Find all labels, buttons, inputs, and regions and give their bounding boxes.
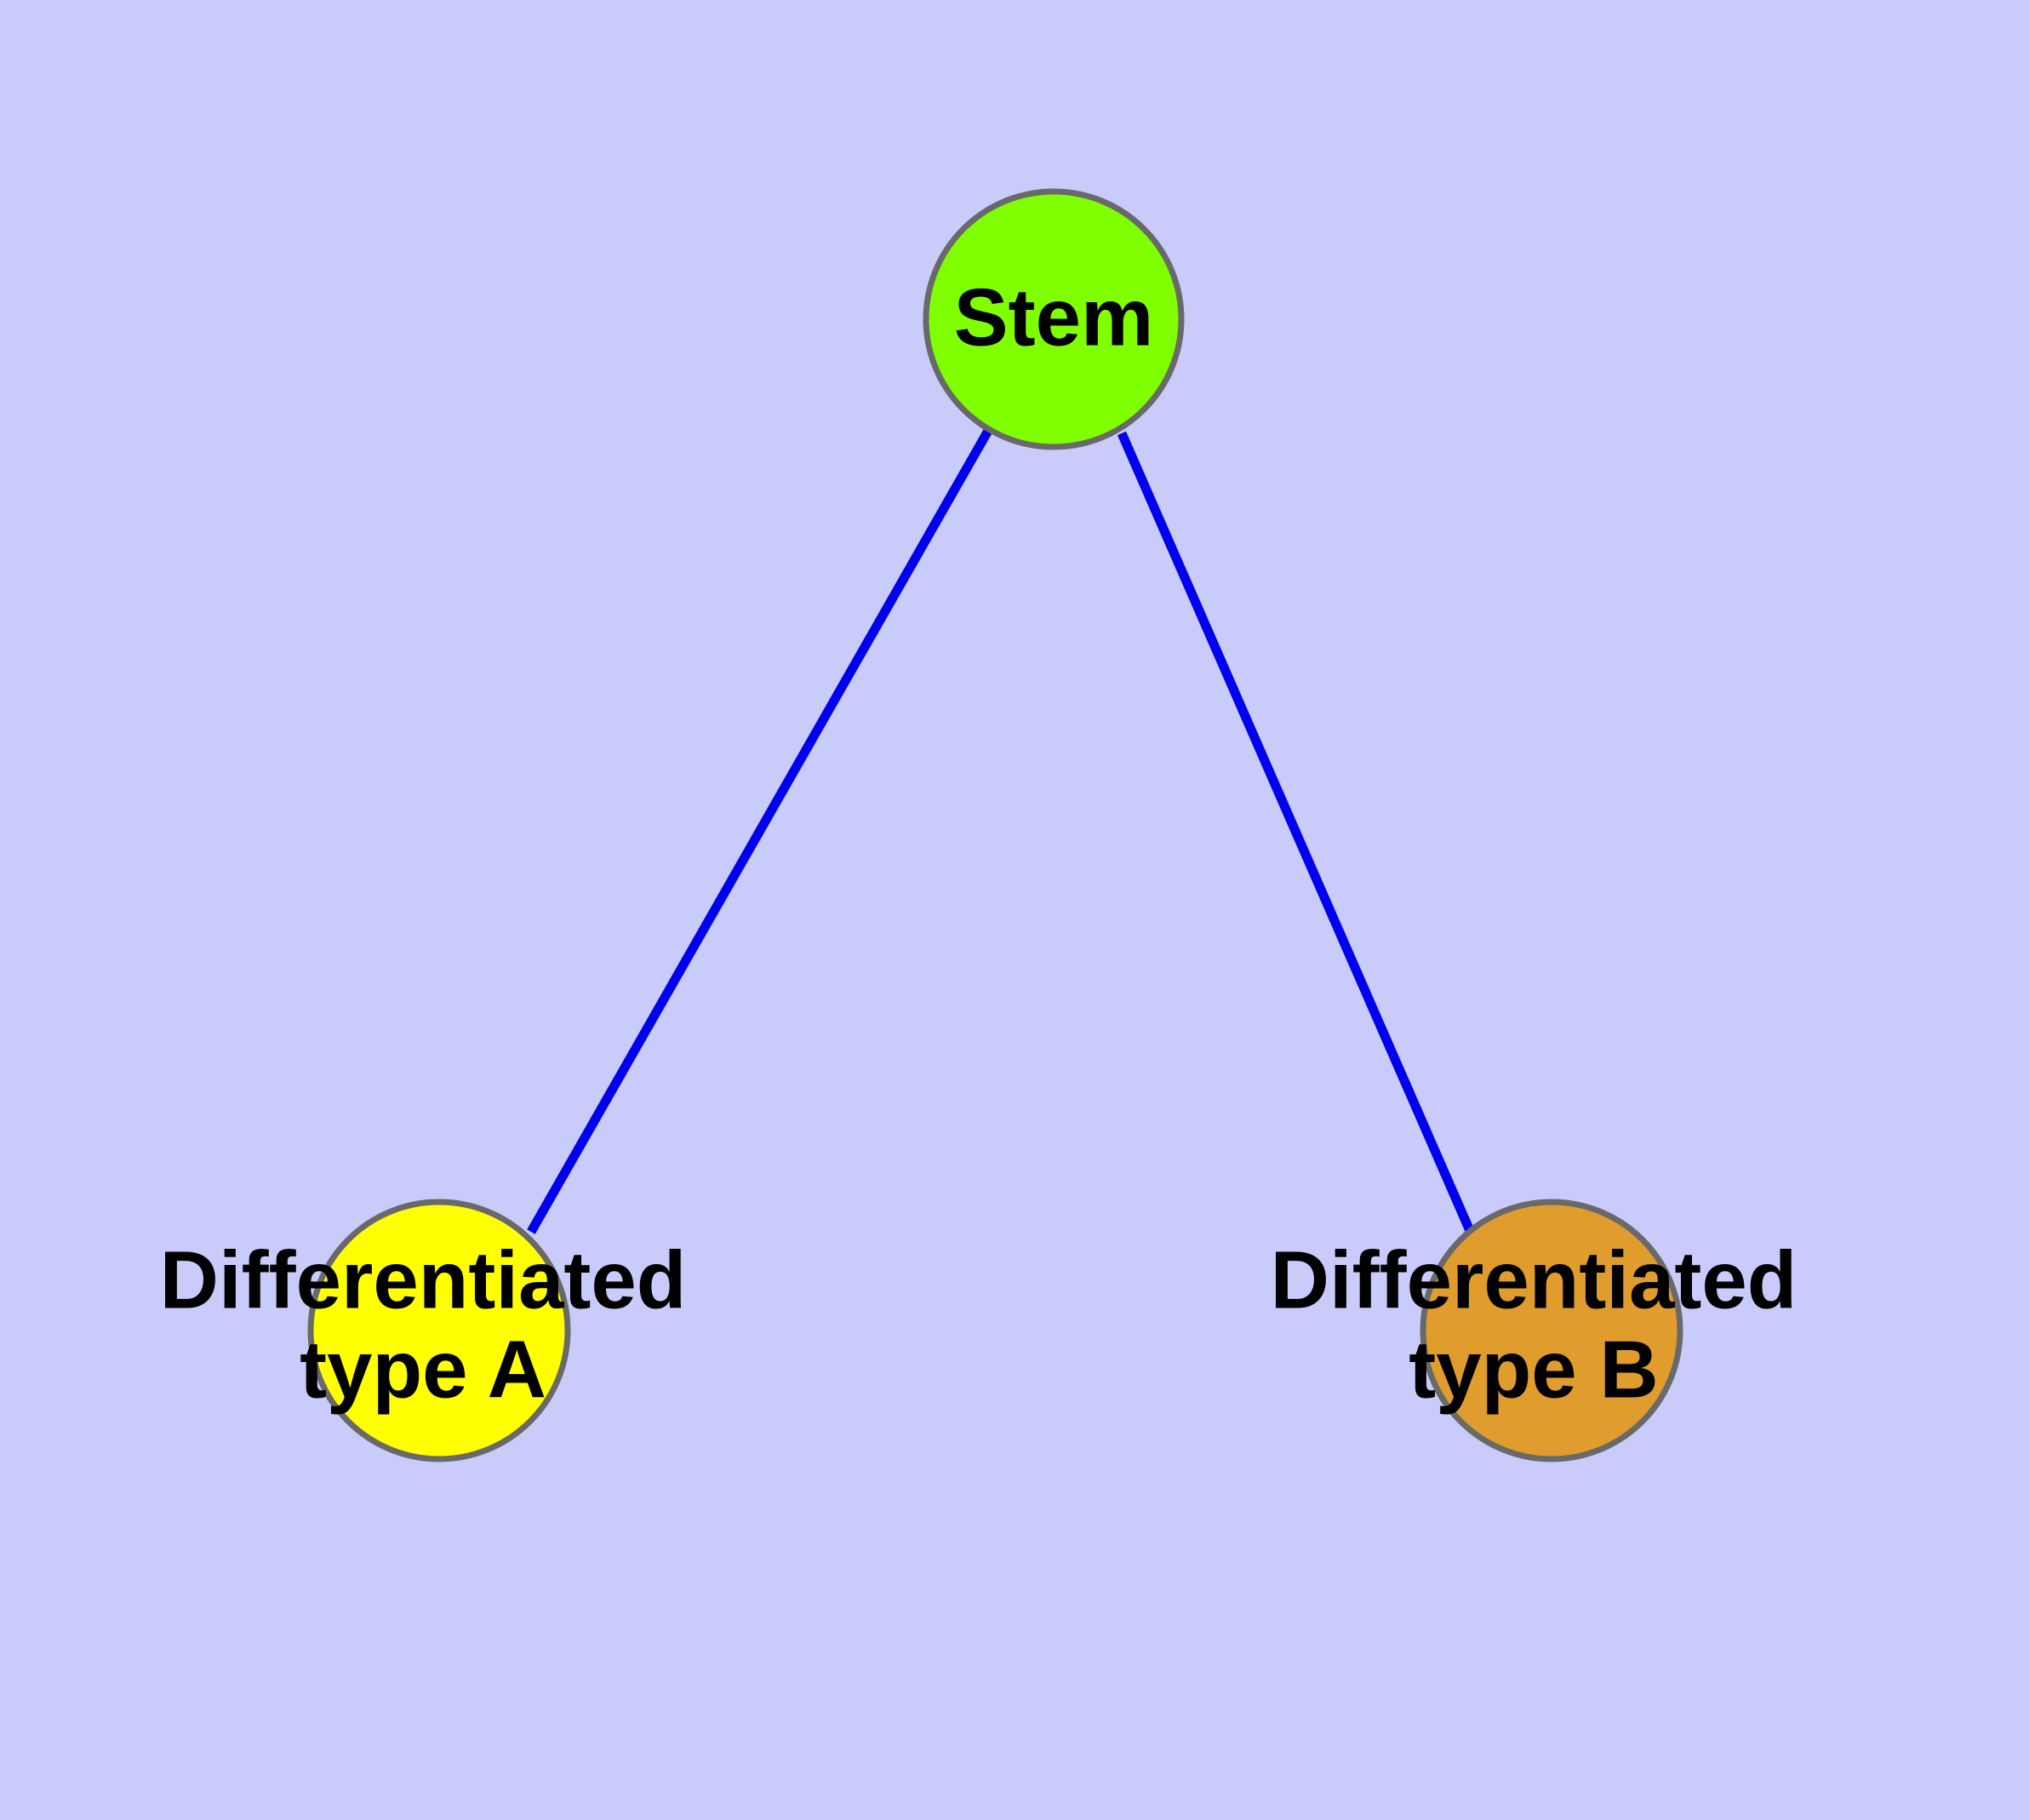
node-stem-circle[interactable] xyxy=(923,188,1185,450)
edge-stem-to-differentiated-type-b[interactable] xyxy=(1117,431,1476,1235)
edge-layer xyxy=(527,428,1476,1235)
node-stem-group[interactable]: Stem xyxy=(923,188,1185,450)
edge-stem-to-differentiated-type-a[interactable] xyxy=(527,428,992,1234)
node-differentiated-type-b-group[interactable]: Differentiated type B xyxy=(1271,1199,1798,1462)
node-differentiated-type-b-circle[interactable] xyxy=(1420,1199,1683,1462)
node-differentiated-type-a-group[interactable]: Differentiated type A xyxy=(160,1199,687,1462)
node-differentiated-type-a-circle[interactable] xyxy=(307,1199,571,1462)
